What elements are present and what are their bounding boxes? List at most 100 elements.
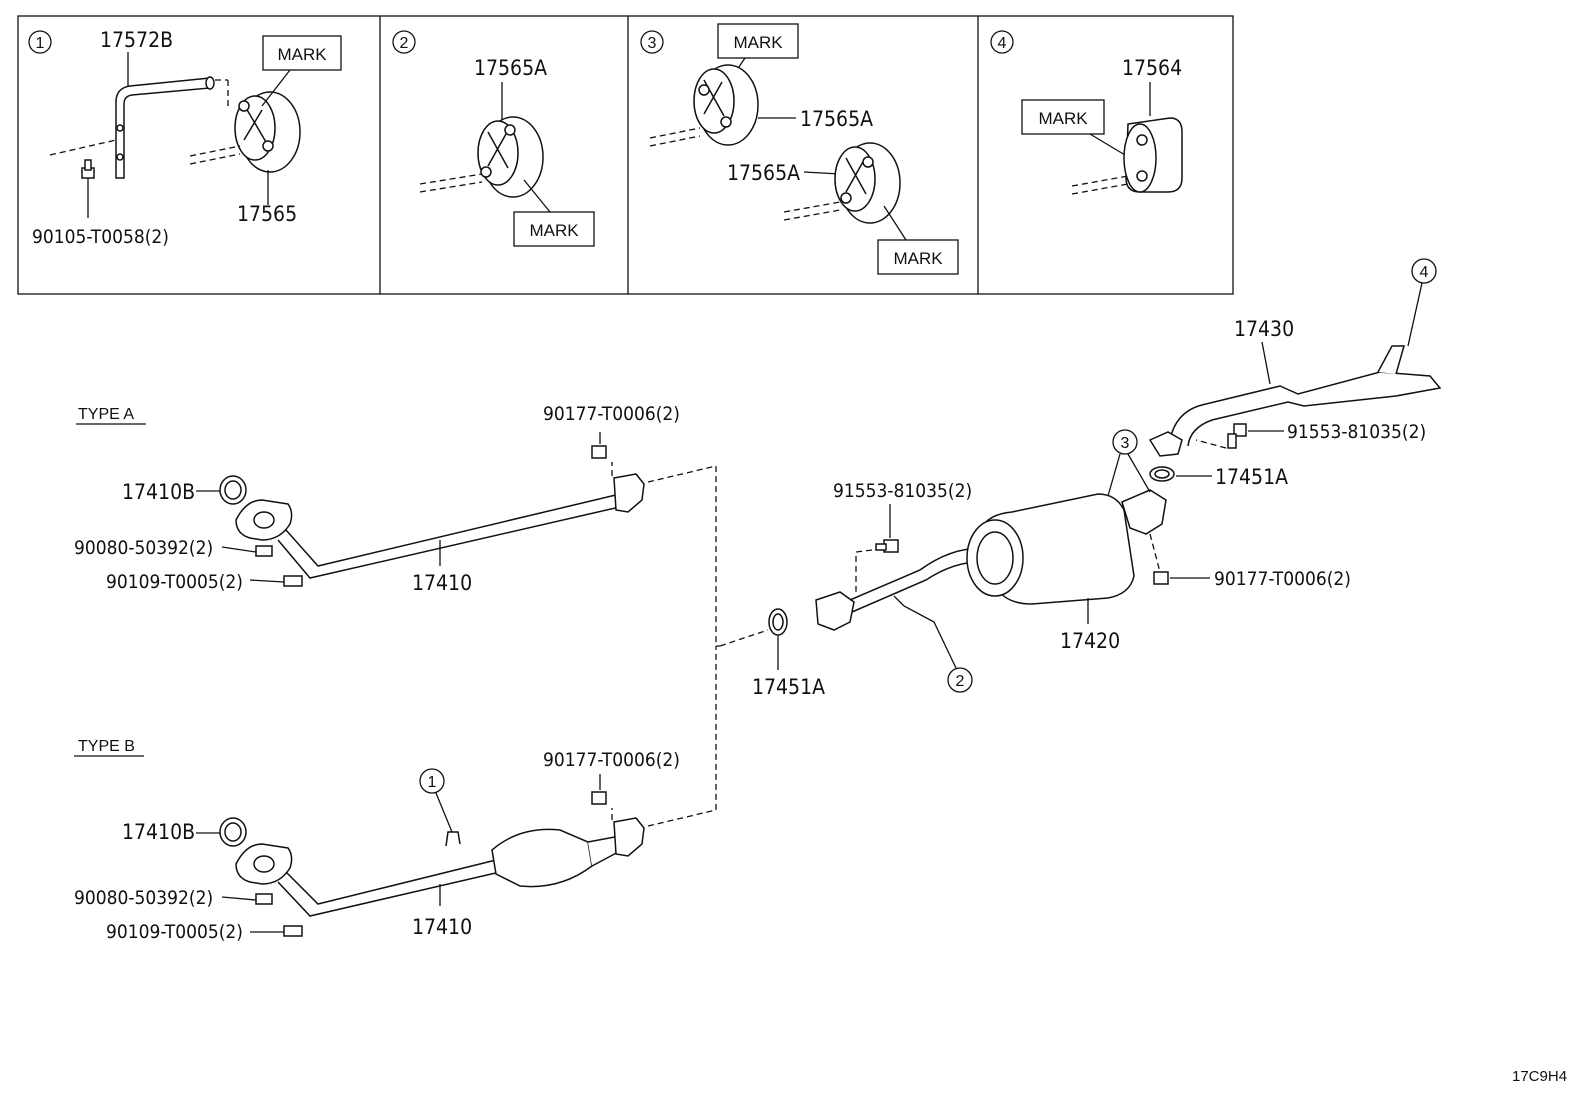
part-number-label: 17410B: [122, 820, 195, 844]
part-number-label: 90109-T0005(2): [106, 571, 243, 593]
mark-label: MARK: [529, 221, 579, 240]
mark-label: MARK: [733, 33, 783, 52]
part-number-label: 17565A: [727, 161, 800, 185]
pipe-flange-shape: [1148, 431, 1183, 457]
leader-line: [883, 205, 907, 241]
gasket-ring-inner: [224, 822, 242, 842]
gasket-ring-inner: [224, 480, 242, 500]
bolt-icon: [81, 159, 95, 179]
part-number-label: 17451A: [752, 675, 825, 699]
part-number-label: 17410: [412, 915, 472, 939]
bolt-icon: [1227, 423, 1247, 449]
inset-panel-4: 4 17564 MARK: [990, 30, 1183, 195]
rubber-mount-icon: [234, 91, 301, 173]
callout-number: 1: [428, 774, 437, 791]
callout-badge: [1112, 429, 1138, 455]
panel-number-badge: [392, 30, 416, 54]
front-pipe-outline: [277, 505, 625, 579]
part-number-label: 90177-T0006(2): [1214, 568, 1351, 590]
part-number-label: 90080-50392(2): [74, 887, 213, 909]
diagram-reference-code: 17C9H4: [1512, 1068, 1567, 1085]
assembly-dash: [719, 629, 769, 647]
assembly-dash: [419, 173, 483, 185]
bracket-hole: [116, 124, 124, 132]
pipe-flange-shape: [815, 591, 855, 631]
leader-line: [221, 896, 257, 901]
mark-label: MARK: [893, 249, 943, 268]
muffler-end-cap-inner: [976, 531, 1014, 585]
hanger-bracket-shape: [115, 77, 211, 179]
callout-badge: [1411, 258, 1437, 284]
gasket-ring-inner: [772, 613, 784, 631]
part-number-label: 90177-T0006(2): [543, 403, 680, 425]
type-label: TYPE B: [78, 738, 135, 755]
mark-label: MARK: [277, 45, 327, 64]
assembly-dash: [1195, 439, 1227, 449]
leader-line: [249, 579, 285, 583]
stud-icon: [255, 893, 273, 905]
part-number-label: 17572B: [100, 28, 173, 52]
muffler-inlet-pipe: [851, 561, 987, 613]
bolt-icon: [875, 539, 899, 553]
tail-pipe-shape: [1169, 371, 1442, 447]
catalytic-converter-shape: [491, 828, 593, 888]
leader-line: [1107, 453, 1121, 497]
tail-pipe-hanger-shape: [1377, 345, 1405, 375]
part-number-label: 17565A: [800, 107, 873, 131]
assembly-dash: [855, 549, 873, 592]
bolt-icon: [283, 925, 303, 937]
muffler-assembly: 91553-81035(2) 90177-T0006(2) 17420 3 2: [815, 429, 1351, 693]
type-label: TYPE A: [78, 406, 134, 423]
leader-line: [261, 69, 291, 107]
leader-line: [803, 171, 841, 175]
leader-line: [893, 595, 957, 669]
assembly-dash: [189, 145, 241, 157]
part-number-label: 17451A: [1215, 465, 1288, 489]
flange-opening: [253, 855, 275, 873]
gasket-ring-inner: [1154, 469, 1170, 479]
muffler-end-cap: [966, 519, 1024, 597]
part-number-label: 90109-T0005(2): [106, 921, 243, 943]
muffler-inlet-pipe: [849, 547, 983, 601]
front-pipe-outline: [277, 871, 501, 917]
assembly-dash: [189, 153, 241, 165]
gasket-ring-icon: [768, 608, 788, 636]
pipe-flange-shape: [613, 473, 645, 513]
part-number-label: 17565: [237, 202, 297, 226]
outlet-flange-shape: [1121, 489, 1167, 535]
mark-box: [877, 239, 959, 275]
inset-panel-2: 2 17565A MARK: [392, 30, 595, 247]
assembly-dash: [1071, 175, 1129, 187]
nut-icon: [591, 445, 607, 459]
nut-icon: [591, 791, 607, 805]
callout-badge: [947, 667, 973, 693]
stud-icon: [255, 545, 273, 557]
pipe-flange-shape: [613, 817, 645, 857]
tail-pipe-assembly: 4 17430 91553-81035(2) 17451A: [1148, 258, 1442, 489]
front-pipe-outline: [285, 493, 621, 567]
panel-number-badge: [28, 30, 52, 54]
assembly-dash: [1071, 183, 1129, 195]
callout-badge: [419, 768, 445, 794]
assembly-dash: [649, 135, 701, 147]
callout-number: 2: [956, 673, 965, 690]
mark-box: [262, 35, 342, 71]
inset-frame: [17, 15, 1234, 295]
mark-box: [717, 23, 799, 59]
rubber-mount-icon: [834, 142, 901, 224]
panel-number-badge: [990, 30, 1014, 54]
rubber-mount-icon: [477, 116, 544, 198]
assembly-dash: [649, 127, 701, 139]
panel-number: 3: [648, 35, 657, 52]
flange-opening: [253, 511, 275, 529]
leader-line: [1089, 133, 1131, 159]
part-number-label: 17410B: [122, 480, 195, 504]
assembly-dash: [49, 139, 117, 156]
panel-number: 2: [400, 35, 409, 52]
part-number-label: 17430: [1234, 317, 1294, 341]
assembly-dash: [647, 465, 720, 647]
inset-panel-1: 1 17572B 90105-T0058(2): [28, 28, 342, 248]
type-a-assembly: TYPE A 17410B 90177-T0006(2) 90080-50392…: [74, 403, 720, 647]
bolt-icon: [283, 575, 303, 587]
